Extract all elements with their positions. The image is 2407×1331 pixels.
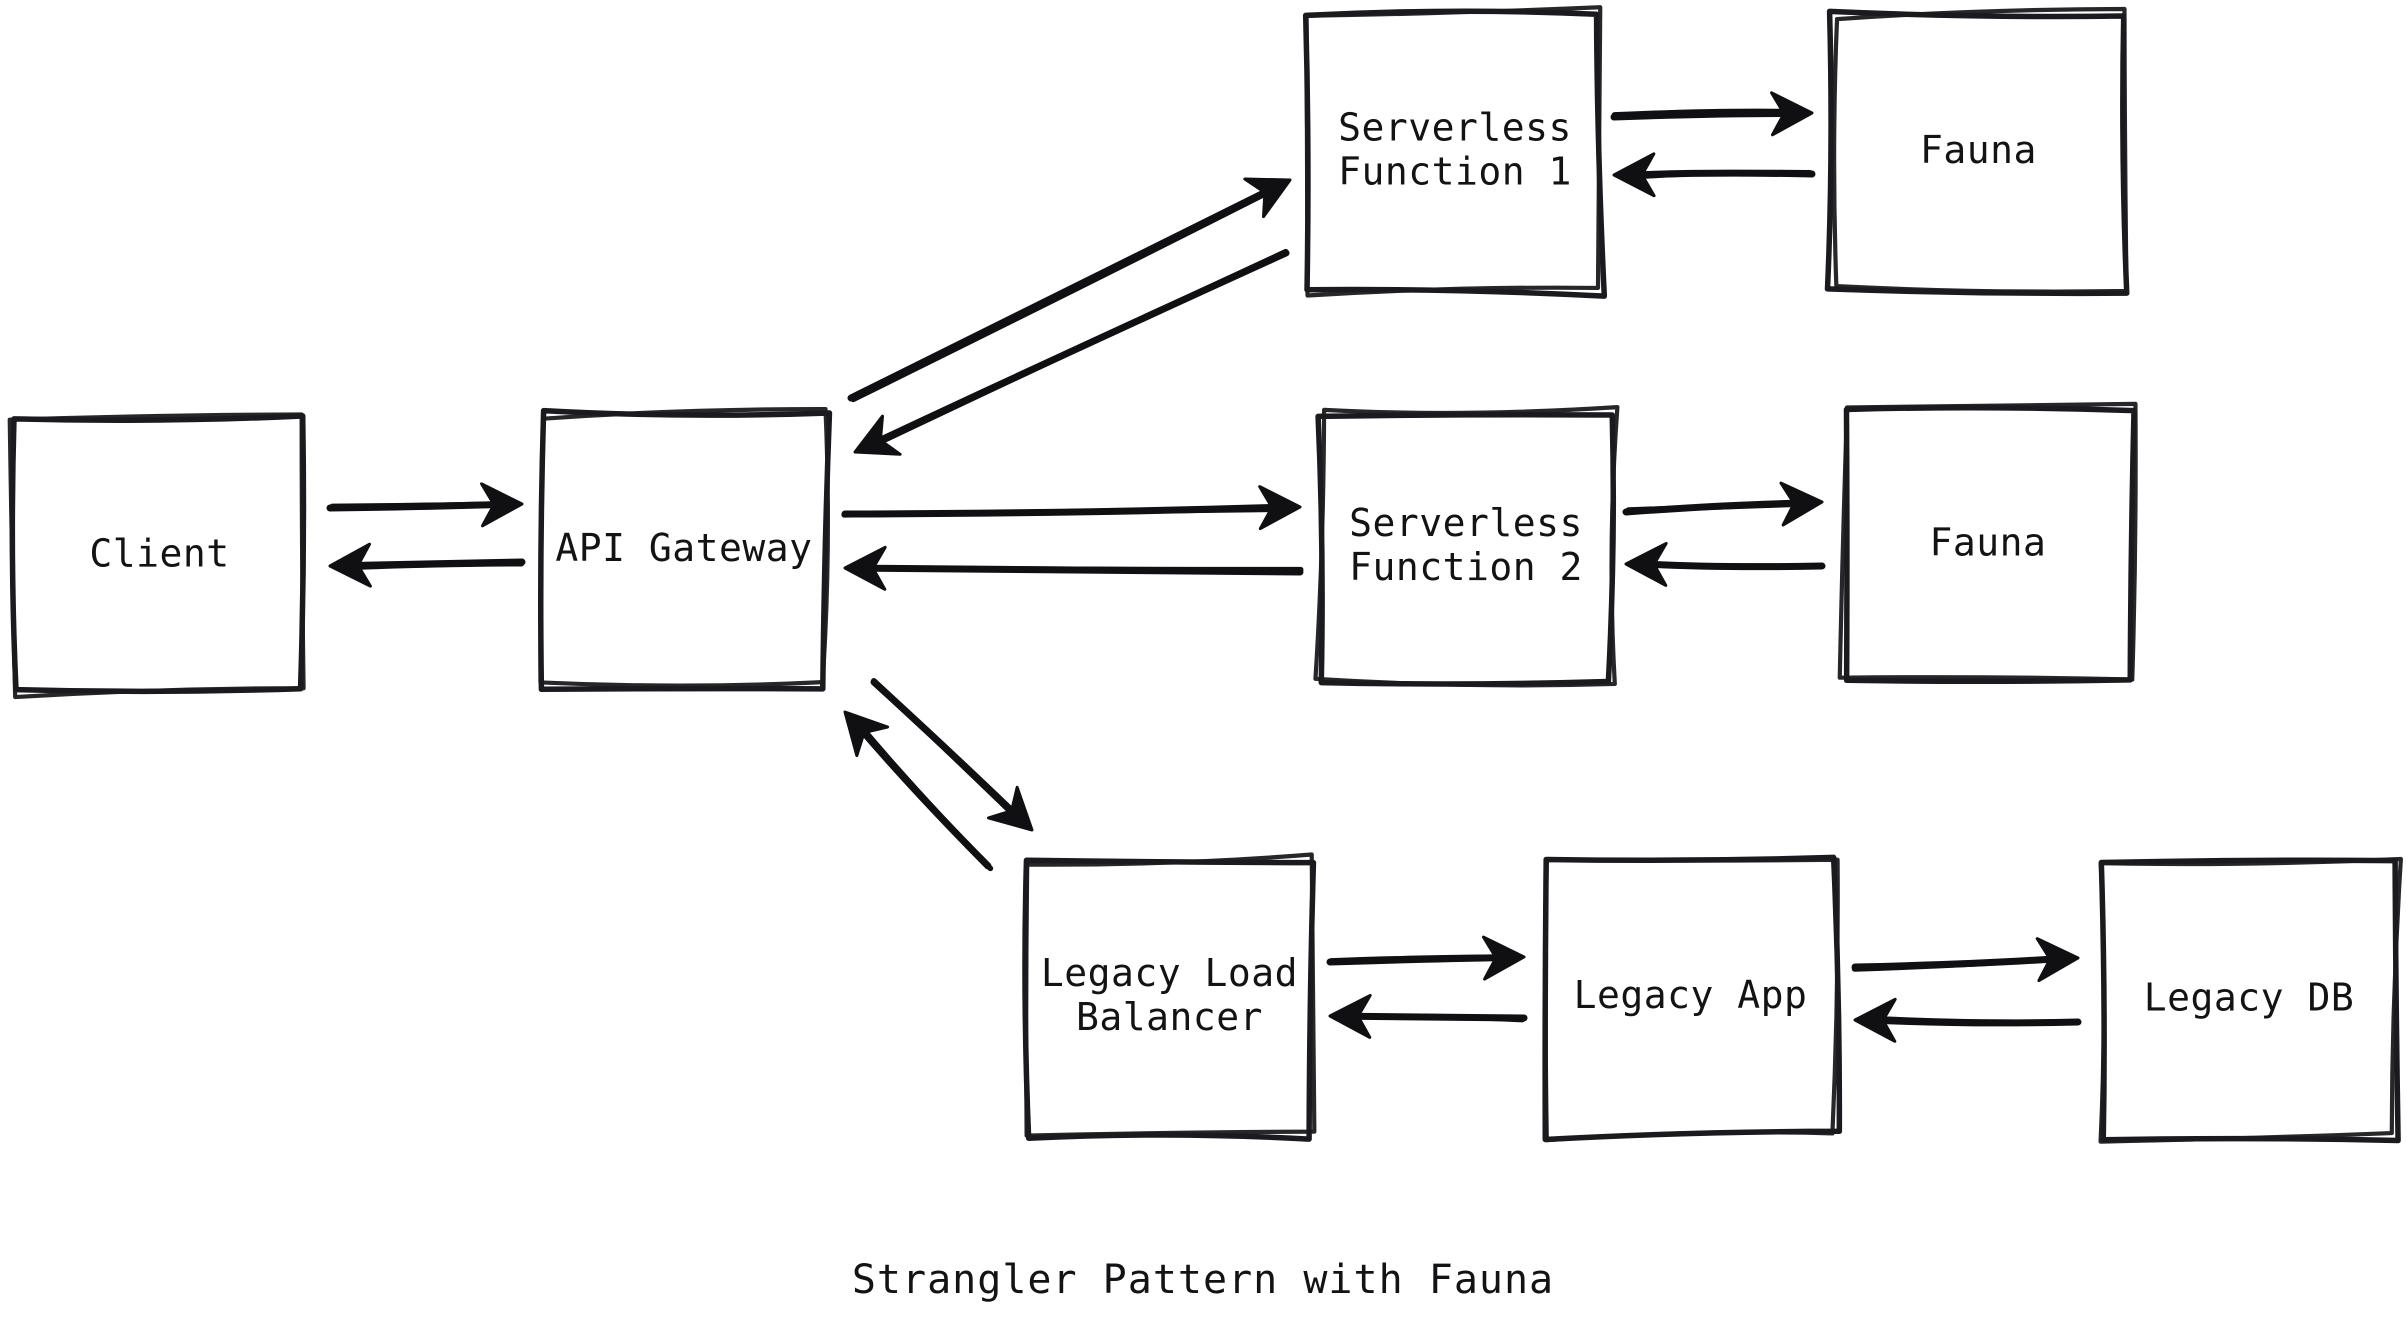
edge-shaft-overstroke (1851, 956, 2061, 972)
edge-arrowhead (1770, 91, 1814, 137)
edge-arrowhead (1779, 481, 1824, 527)
edge-shaft-overstroke (1611, 108, 1792, 118)
edge-arrowhead (328, 542, 372, 588)
node-label-fauna-top: Fauna (1920, 128, 2037, 172)
node-label-serverless-function-2: Serverless (1349, 501, 1583, 545)
edge-gateway-to-function-1 (847, 177, 1292, 403)
node-outline-fauna-top (1824, 8, 2130, 297)
node-outline-overstroke-client (7, 412, 306, 700)
diagram-caption: Strangler Pattern with Fauna (852, 1257, 1554, 1303)
edge-shaft-overstroke (872, 248, 1289, 448)
node-legacy-db[interactable]: Legacy DB (2098, 856, 2403, 1144)
edge-arrowhead (853, 414, 902, 456)
node-fauna-middle[interactable]: Fauna (1837, 401, 2138, 685)
edge-legacy-db-to-app (1853, 997, 2082, 1043)
edge-arrowhead (1258, 485, 1302, 531)
edge-arrowhead (1243, 177, 1292, 219)
edge-shaft-overstroke (1349, 1013, 1526, 1023)
node-outline-overstroke-legacy-app (1543, 857, 1840, 1143)
edge-arrowhead (1328, 993, 1372, 1039)
edge-fauna-top-to-function-1 (1612, 152, 1816, 198)
node-label-legacy-app: Legacy App (1574, 973, 1808, 1017)
node-label-legacy-load-balancer: Legacy Load (1041, 951, 1298, 995)
edge-arrowhead (986, 785, 1034, 832)
edge-shaft-overstroke (1644, 562, 1824, 569)
edge-gateway-to-client (328, 542, 526, 588)
node-label-client: Client (89, 532, 229, 576)
node-outline-serverless-function-2 (1315, 411, 1617, 687)
edge-arrowhead (1612, 152, 1656, 198)
edges-layer (326, 91, 2082, 1043)
edge-function-1-to-fauna-top (1610, 91, 1814, 137)
edge-shaft-overstroke (329, 501, 502, 510)
node-outline-overstroke-legacy-db (2098, 856, 2403, 1144)
node-outline-overstroke-serverless-function-1 (1304, 5, 1603, 298)
edge-shaft-overstroke (871, 678, 1019, 820)
edge-load-balancer-to-gateway (843, 710, 994, 872)
edge-arrowhead (843, 545, 887, 591)
edge-shaft-overstroke (864, 565, 1304, 573)
edge-arrowhead (1624, 541, 1668, 587)
edge-fauna-mid-to-function-2 (1624, 541, 1826, 587)
node-outline-overstroke-api-gateway (538, 406, 831, 688)
node-outline-overstroke-fauna-top (1832, 6, 2129, 294)
edge-function-2-to-gateway (843, 545, 1304, 591)
node-outline-overstroke-legacy-load-balancer (1024, 852, 1317, 1138)
edge-legacy-app-to-db (1851, 937, 2080, 983)
edge-shaft-overstroke (1625, 501, 1803, 513)
edge-shaft-overstroke (841, 506, 1281, 518)
edge-shaft-overstroke (1872, 1015, 2081, 1026)
edge-client-to-gateway (326, 482, 524, 528)
edge-arrowhead (1853, 997, 1897, 1043)
edge-arrowhead (1481, 935, 1526, 981)
node-label-serverless-function-1: Serverless (1338, 106, 1572, 150)
edge-arrowhead (2035, 937, 2080, 983)
node-api-gateway[interactable]: API Gateway (538, 406, 833, 693)
node-label-api-gateway: API Gateway (555, 526, 812, 570)
node-label-legacy-load-balancer: Balancer (1076, 995, 1263, 1039)
edge-function-2-to-fauna-mid (1622, 481, 1824, 527)
edge-arrowhead (843, 710, 890, 758)
node-outline-overstroke-serverless-function-2 (1313, 404, 1620, 688)
node-label-fauna-middle: Fauna (1930, 521, 2047, 565)
edge-arrowhead (480, 482, 524, 528)
node-client[interactable]: Client (7, 412, 307, 700)
node-label-serverless-function-1: Function 1 (1338, 150, 1572, 194)
node-fauna-top[interactable]: Fauna (1824, 6, 2130, 297)
edge-legacy-app-to-lb (1328, 993, 1528, 1039)
edge-shaft-overstroke (349, 560, 525, 571)
edge-function-1-to-gateway (853, 248, 1290, 456)
node-outline-overstroke-fauna-middle (1837, 401, 2138, 682)
edge-gateway-to-function-2 (841, 485, 1302, 531)
node-label-legacy-db: Legacy DB (2144, 976, 2354, 1020)
edge-lb-to-legacy-app (1326, 935, 1526, 981)
edge-shaft-overstroke (858, 724, 994, 872)
edge-shaft-overstroke (1632, 169, 1813, 180)
node-label-serverless-function-2: Function 2 (1349, 545, 1583, 589)
edge-shaft-overstroke (850, 188, 1274, 403)
edge-shaft-overstroke (1328, 954, 1506, 964)
edge-gateway-to-load-balancer (870, 678, 1034, 832)
node-legacy-app[interactable]: Legacy App (1542, 854, 1843, 1143)
